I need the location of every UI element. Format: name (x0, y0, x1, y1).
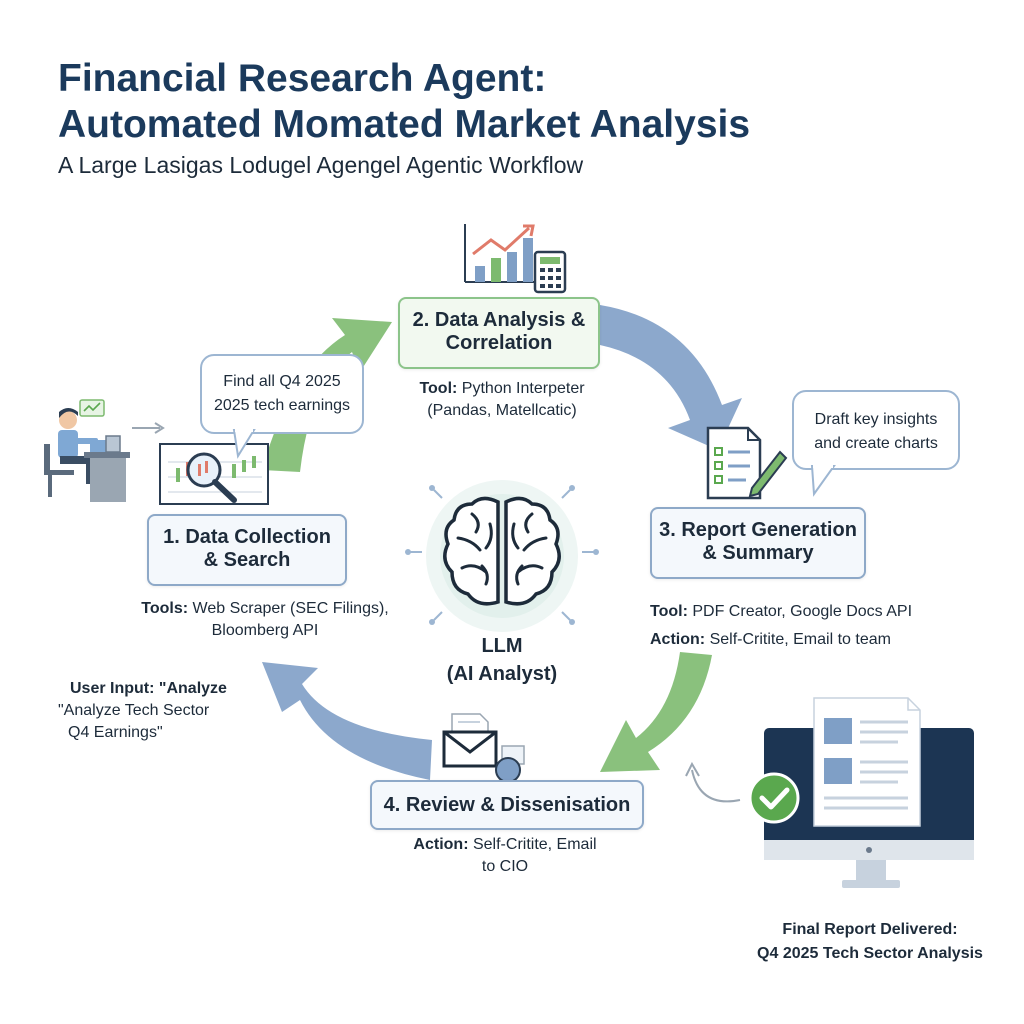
final-line-1: Final Report Delivered: (782, 921, 958, 938)
user-input-text: User Input: "Analyze "Analyze Tech Secto… (58, 678, 258, 744)
draft-bubble-tail (810, 463, 836, 497)
search-chart-icon (159, 443, 269, 505)
step-1-data-collection[interactable]: 1. Data Collection & Search (147, 514, 347, 586)
step-3-caption-key-2: Action: (650, 631, 706, 648)
step-2-label-line-2: Correlation (445, 332, 553, 354)
llm-label-line-2: (AI Analyst) (446, 663, 558, 685)
step-3-label-line-1: 3. Report Generation (659, 519, 857, 541)
query-bubble-tail (232, 427, 256, 459)
step-2-caption-tool: Python Interpeter (461, 380, 585, 397)
llm-label: LLM (AI Analyst) (432, 632, 572, 688)
query-line-1: Find all Q4 2025 (223, 373, 341, 390)
step-4-caption-key: Action: (413, 836, 469, 853)
step-2-data-analysis[interactable]: 2. Data Analysis & Correlation (398, 297, 600, 369)
draft-speech-bubble: Draft key insights and create charts (792, 390, 960, 470)
step-2-caption: Tool: Python Interpeter (Pandas, Matellc… (392, 378, 612, 422)
title-line-2: Automated Momated Market Analysis (58, 103, 751, 146)
step-4-caption-action: Self-Critite, Email (472, 836, 597, 853)
step-3-caption-tool: PDF Creator, Google Docs API (692, 603, 913, 620)
step-4-caption: Action: Self-Critite, Email to CIO (380, 834, 630, 878)
page-subtitle: A Large Lasigas Lodugel Agengel Agentic … (58, 152, 584, 178)
user-input-line-2: "Analyze Tech Sector (58, 702, 210, 719)
user-at-desk-icon (44, 408, 130, 502)
step-1-caption-tools: Web Scraper (SEC Filings), (192, 600, 389, 617)
analytics-calculator-icon (464, 224, 567, 294)
step-1-label-line-1: 1. Data Collection (163, 526, 331, 548)
email-send-icon (442, 713, 525, 783)
query-speech-bubble: Find all Q4 2025 2025 tech earnings (200, 354, 364, 434)
step-4-caption-line-2: to CIO (481, 858, 529, 875)
draft-line-2: and create charts (814, 435, 938, 452)
monitor-stand (842, 860, 900, 888)
user-input-line-3: Q4 Earnings" (68, 724, 163, 741)
step-3-caption-action: Self-Critite, Email to team (709, 631, 891, 648)
title-line-1: Financial Research Agent: (58, 57, 547, 100)
arrow-to-final-report (691, 769, 741, 803)
step-1-caption-line-2: Bloomberg API (211, 622, 319, 639)
llm-label-line-1: LLM (481, 635, 523, 657)
brain-icon (405, 480, 599, 632)
report-checklist-icon (706, 426, 788, 500)
draft-line-1: Draft key insights (814, 411, 938, 428)
user-input-line-1: User Input: "Analyze (70, 680, 227, 697)
final-report-caption: Final Report Delivered: Q4 2025 Tech Sec… (740, 918, 1000, 966)
step-3-caption-key-1: Tool: (650, 603, 688, 620)
step-3-label-line-2: & Summary (702, 542, 814, 564)
final-line-2: Q4 2025 Tech Sector Analysis (757, 945, 983, 962)
step-3-report-generation[interactable]: 3. Report Generation & Summary (650, 507, 866, 579)
step-4-review-dissemination[interactable]: 4. Review & Dissenisation (370, 780, 644, 830)
monitor-final-report-icon (748, 697, 974, 860)
step-1-caption: Tools: Web Scraper (SEC Filings), Bloomb… (120, 598, 410, 642)
arrow-analysis-to-report (600, 305, 742, 450)
step-3-caption: Tool: PDF Creator, Google Docs API Actio… (650, 598, 950, 654)
message-icon (79, 399, 105, 417)
arrow-review-to-collection (262, 662, 432, 780)
page-title: Financial Research Agent: Automated Moma… (58, 56, 750, 148)
step-2-caption-line-2: (Pandas, Matellcatic) (427, 402, 577, 419)
step-2-label-line-1: 2. Data Analysis & (412, 309, 586, 331)
query-line-2: 2025 tech earnings (213, 397, 351, 414)
step-2-caption-key: Tool: (419, 380, 458, 397)
step-1-caption-key: Tools: (141, 600, 189, 617)
arrow-report-to-review (600, 652, 712, 772)
step-4-label: 4. Review & Dissenisation (383, 794, 631, 816)
step-1-label-line-2: & Search (203, 549, 291, 571)
